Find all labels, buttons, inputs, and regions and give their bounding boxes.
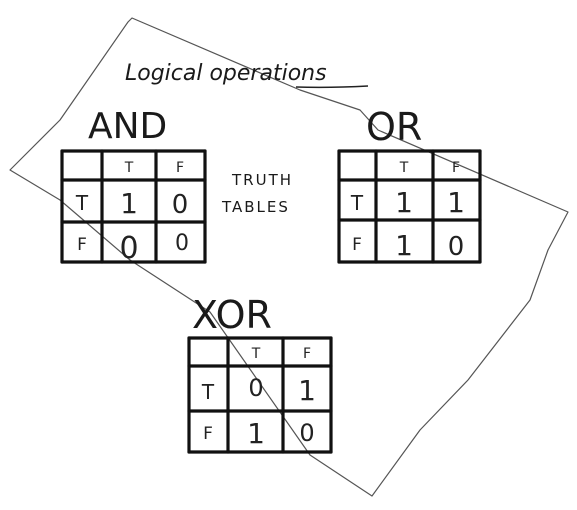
or-col-header-t: T [399, 160, 409, 176]
and-row-header-f: F [77, 235, 87, 255]
or-table-name: OR [366, 105, 422, 149]
or-cell-tt: 1 [395, 186, 413, 219]
xor-cell-tt: 0 [248, 374, 263, 402]
side-note-truth: TRUTH [231, 171, 293, 189]
diagram-title: Logical operations [125, 61, 327, 86]
xor-cell-tf: 1 [298, 374, 316, 407]
or-grid [337, 149, 482, 264]
outline-shape [9, 17, 569, 497]
and-cell-ft: 0 [119, 231, 138, 266]
xor-row-header-t: T [201, 380, 215, 404]
xor-table-name: XOR [192, 293, 272, 337]
xor-col-header-t: T [251, 346, 261, 362]
or-row-header-f: F [352, 235, 362, 255]
or-table: OR T F T F 1 1 1 0 [337, 105, 482, 264]
and-grid [60, 149, 207, 264]
and-row-header-t: T [75, 191, 89, 215]
xor-col-header-f: F [303, 346, 311, 362]
and-col-header-t: T [124, 160, 134, 176]
or-col-header-f: F [452, 160, 460, 176]
and-table-name: AND [88, 106, 167, 147]
or-cell-ft: 1 [395, 229, 413, 262]
xor-row-header-f: F [203, 424, 213, 444]
and-cell-tf: 0 [172, 190, 189, 220]
side-note-tables: TABLES [221, 198, 290, 216]
xor-grid [187, 336, 333, 454]
and-cell-ff: 0 [175, 231, 189, 256]
and-cell-tt: 1 [120, 187, 138, 220]
or-cell-ff: 0 [448, 232, 465, 262]
or-cell-tf: 1 [447, 186, 465, 219]
title-underline [295, 85, 369, 89]
and-table: AND T F T F 1 0 0 0 [60, 106, 207, 266]
xor-table: XOR T F T F 0 1 1 0 [187, 293, 333, 454]
or-row-header-t: T [350, 191, 364, 215]
xor-cell-ff: 0 [299, 419, 314, 447]
xor-cell-ft: 1 [247, 417, 265, 450]
and-col-header-f: F [176, 160, 184, 176]
